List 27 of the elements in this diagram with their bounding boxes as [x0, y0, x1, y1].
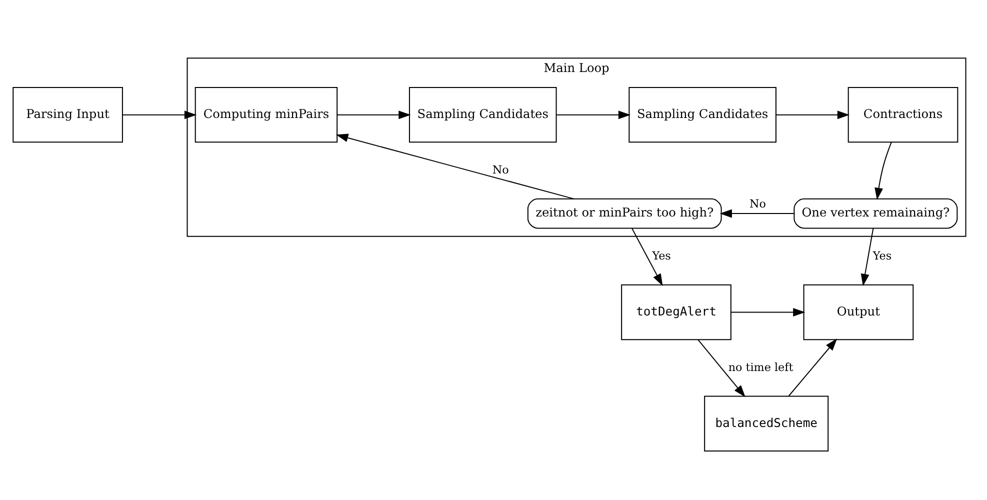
edge-label: no time left [728, 360, 794, 374]
node-box: Output [803, 284, 914, 340]
arrow [122, 110, 197, 119]
edge-label: No [492, 162, 509, 176]
arrow [874, 142, 892, 200]
node-box: Sampling Candidates [408, 86, 557, 142]
node-box: Contractions [848, 86, 958, 142]
arrow [698, 338, 746, 397]
arrow [336, 133, 574, 199]
arrow [731, 308, 806, 316]
node-box: Sampling Candidates [628, 86, 776, 142]
arrow [337, 110, 411, 119]
arrow [788, 338, 838, 396]
arrow [632, 228, 663, 286]
node-box: zeitnot or minPairs too high? [527, 198, 722, 228]
node-box: Computing minPairs [194, 86, 338, 142]
node-box: Parsing Input [12, 86, 123, 142]
node-box: One vertex remainaing? [794, 198, 958, 228]
arrow [556, 110, 631, 119]
edge-label: Yes [872, 248, 892, 262]
node-box: totDegAlert [621, 284, 732, 340]
arrow [860, 228, 874, 286]
edge-label: Yes [652, 248, 671, 262]
arrow [776, 110, 850, 119]
node-box: balancedScheme [704, 395, 829, 451]
edge-label: No [750, 196, 766, 210]
arrow [720, 208, 794, 218]
